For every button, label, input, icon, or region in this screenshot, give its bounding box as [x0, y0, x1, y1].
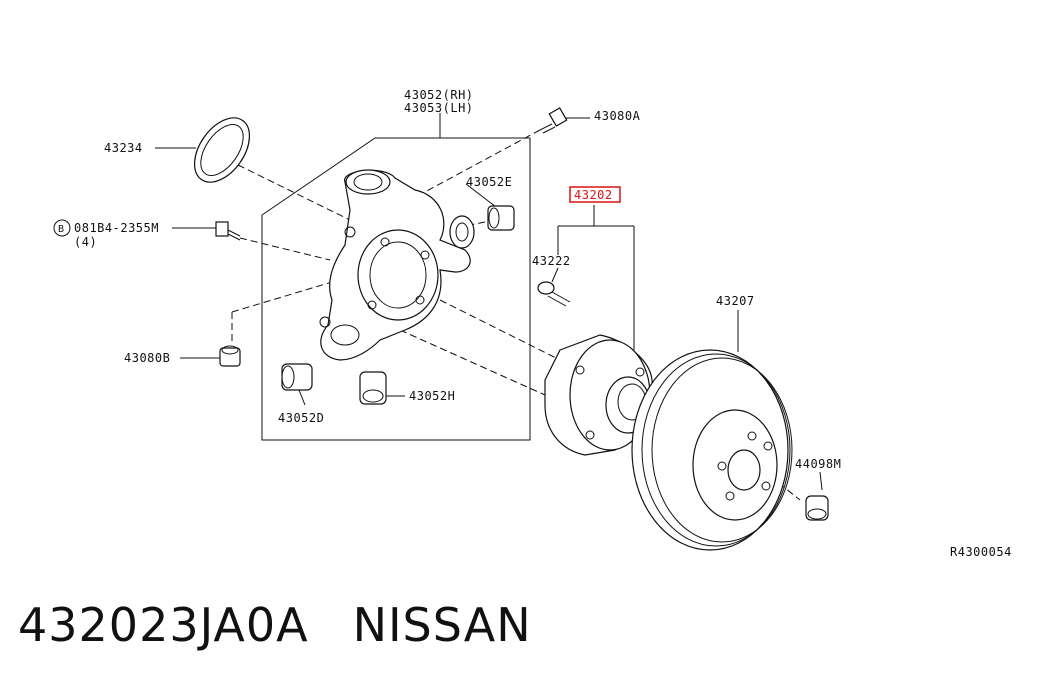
- nut-part: [219, 345, 241, 367]
- label-bolt-top: 43080A: [594, 109, 641, 123]
- hub-bolt-part: [537, 281, 571, 307]
- footer-caption: 432023JA0A NISSAN: [18, 598, 576, 652]
- bolt-ref-part: [215, 221, 241, 241]
- label-knuckle-rh: 43052(RH): [404, 88, 474, 102]
- footer-brand: NISSAN: [352, 598, 532, 652]
- label-plug: 44098M: [795, 457, 841, 471]
- footer-part-number: 432023JA0A: [18, 598, 309, 652]
- label-hub-assembly[interactable]: 43202: [574, 188, 613, 202]
- knuckle-group-frame: [261, 137, 531, 441]
- hub-assembly-highlight: [569, 186, 621, 203]
- seal-part: [193, 117, 251, 183]
- label-hub-bolt: 43222: [532, 254, 571, 268]
- label-bushing-h: 43052H: [409, 389, 455, 403]
- bushing-d-part: [281, 363, 313, 391]
- label-bushing-e: 43052E: [466, 175, 512, 189]
- label-disc: 43207: [716, 294, 755, 308]
- label-bolt-ref: 081B4-2355M: [74, 221, 159, 235]
- label-bolt-ref-symbol: B: [58, 224, 65, 235]
- bolt-ref-symbol-circle: [53, 219, 71, 237]
- brake-disc-part: [631, 349, 793, 551]
- plug-part: [805, 495, 829, 521]
- label-bushing-d: 43052D: [278, 411, 324, 425]
- label-drawing-code: R4300054: [950, 545, 1012, 559]
- parts-diagram: 43052(RH) 43053(LH) 43080A 43234 43052E …: [53, 88, 1012, 559]
- knuckle-part: [319, 169, 475, 361]
- label-nut: 43080B: [124, 351, 170, 365]
- bolt-top-part: [539, 107, 568, 134]
- bushing-e-part: [487, 205, 515, 231]
- label-knuckle-lh: 43053(LH): [404, 101, 474, 115]
- label-bolt-ref-qty: (4): [74, 235, 97, 249]
- label-seal: 43234: [104, 141, 143, 155]
- bushing-h-part: [359, 371, 387, 405]
